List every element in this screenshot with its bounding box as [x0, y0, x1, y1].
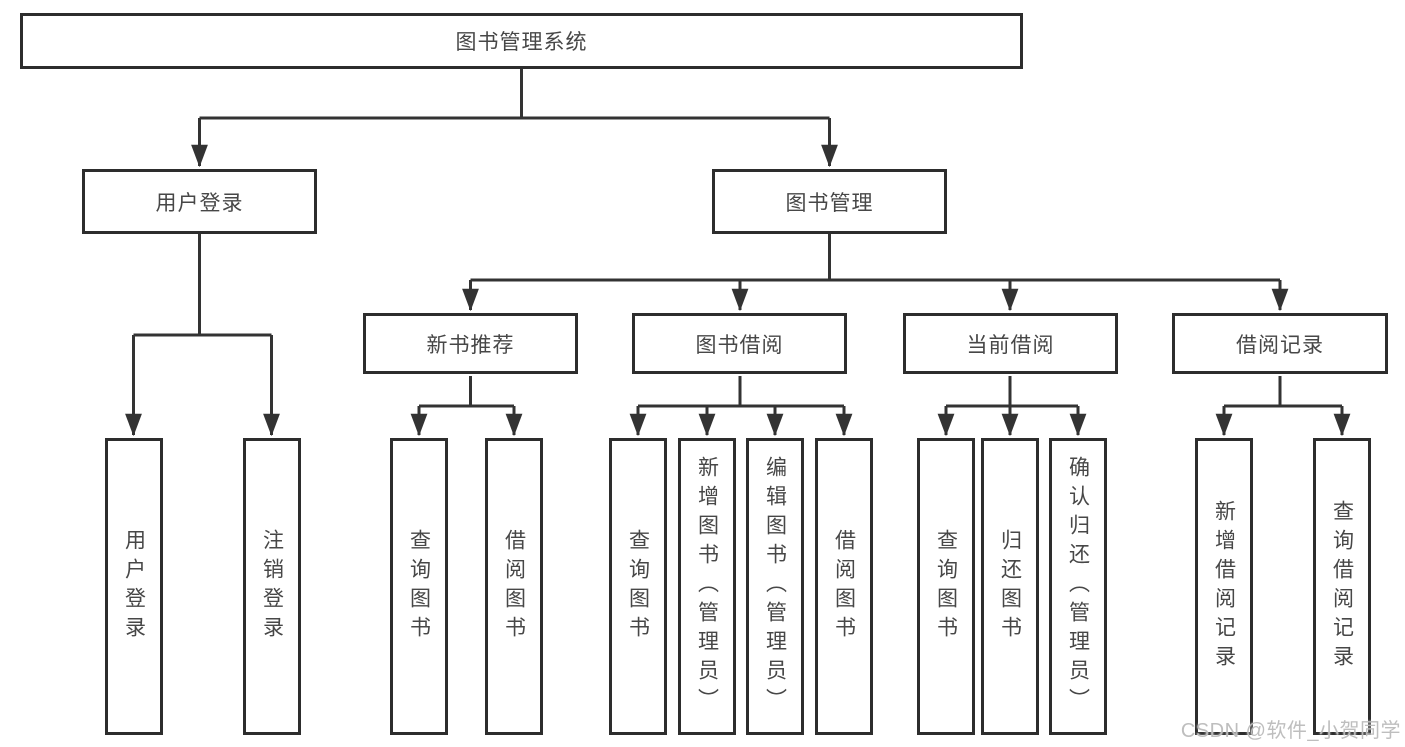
csdn-watermark: CSDN @软件_小贺同学: [1180, 720, 1401, 742]
leaf-current-query-books-label: 查询图书: [934, 528, 958, 645]
leaf-logout-login-label: 注销登录: [260, 528, 284, 645]
leaf-borrow-add-books-admin: 新增图书（管理员）: [678, 438, 736, 735]
leaf-record-add-borrow-record-label: 新增借阅记录: [1212, 499, 1236, 674]
node-current-borrowing: 当前借阅: [903, 313, 1118, 374]
leaf-borrow-query-books-label: 查询图书: [626, 528, 650, 645]
leaf-user-login-label: 用户登录: [122, 528, 146, 645]
node-book-management-label: 图书管理: [785, 191, 874, 215]
node-user-login-label: 用户登录: [155, 191, 244, 215]
leaf-recommend-query-books: 查询图书: [390, 438, 448, 735]
leaf-current-confirm-return-admin-label: 确认归还（管理员）: [1066, 456, 1090, 717]
node-book-management: 图书管理: [712, 169, 947, 234]
leaf-current-return-books-label: 归还图书: [998, 528, 1022, 645]
node-new-book-recommend-label: 新书推荐: [426, 333, 515, 357]
leaf-recommend-borrow-books-label: 借阅图书: [502, 528, 526, 645]
node-user-login: 用户登录: [82, 169, 317, 234]
leaf-record-add-borrow-record: 新增借阅记录: [1195, 438, 1253, 735]
leaf-record-query-borrow-record: 查询借阅记录: [1313, 438, 1371, 735]
node-root-system: 图书管理系统: [20, 13, 1023, 69]
node-new-book-recommend: 新书推荐: [363, 313, 578, 374]
node-current-borrowing-label: 当前借阅: [966, 333, 1055, 357]
leaf-borrow-edit-books-admin: 编辑图书（管理员）: [746, 438, 804, 735]
leaf-recommend-borrow-books: 借阅图书: [485, 438, 543, 735]
leaf-current-confirm-return-admin: 确认归还（管理员）: [1049, 438, 1107, 735]
leaf-record-query-borrow-record-label: 查询借阅记录: [1330, 499, 1354, 674]
leaf-borrow-add-books-admin-label: 新增图书（管理员）: [695, 456, 719, 717]
leaf-borrow-borrow-books-label: 借阅图书: [832, 528, 856, 645]
leaf-recommend-query-books-label: 查询图书: [407, 528, 431, 645]
node-borrow-records: 借阅记录: [1172, 313, 1388, 374]
leaf-borrow-borrow-books: 借阅图书: [815, 438, 873, 735]
leaf-user-login: 用户登录: [105, 438, 163, 735]
leaf-current-return-books: 归还图书: [981, 438, 1039, 735]
leaf-borrow-edit-books-admin-label: 编辑图书（管理员）: [763, 456, 787, 717]
leaf-logout-login: 注销登录: [243, 438, 301, 735]
node-root-label: 图书管理系统: [455, 31, 588, 54]
leaf-current-query-books: 查询图书: [917, 438, 975, 735]
node-book-borrowing-label: 图书借阅: [695, 333, 784, 357]
node-borrow-records-label: 借阅记录: [1236, 333, 1324, 357]
node-book-borrowing: 图书借阅: [632, 313, 847, 374]
leaf-borrow-query-books: 查询图书: [609, 438, 667, 735]
